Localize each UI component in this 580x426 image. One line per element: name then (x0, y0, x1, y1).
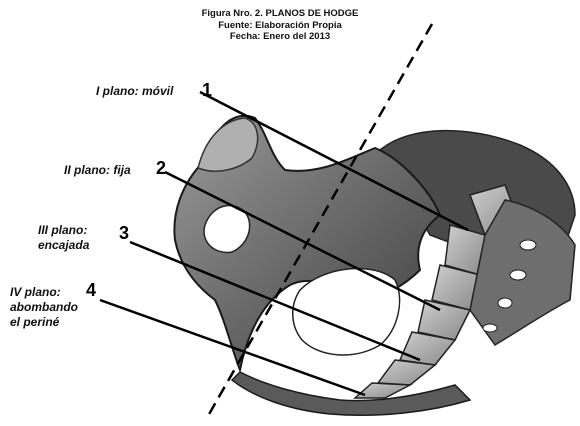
plane-2-number: 2 (156, 158, 166, 179)
pubic-arch (232, 372, 470, 415)
plane-4-label: IV plano: abombando el periné (10, 285, 78, 330)
plane-2-label: II plano: fija (64, 163, 131, 178)
plane-4-number: 4 (86, 280, 96, 301)
plane-3-number: 3 (119, 223, 129, 244)
plane-3-label: III plano: encajada (38, 223, 89, 253)
plane-1-number: 1 (202, 80, 212, 101)
plane-1-label: I plano: móvil (96, 84, 173, 99)
